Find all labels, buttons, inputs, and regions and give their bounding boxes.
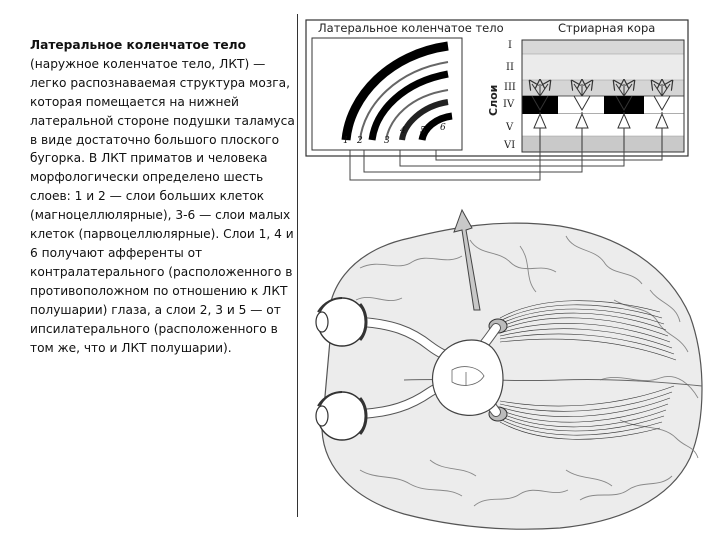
cortex-layer-label-4: IV [503,99,515,110]
lgn-number-4: 4 [399,126,406,136]
cortex-layer-label-1: I [508,40,512,51]
cortex-layer-label-3: III [504,82,516,93]
cortex-layer-1 [522,40,684,54]
cortex-layer-label-5: V [505,122,514,133]
lgn-number-2: 2 [356,136,363,146]
lgn-number-6: 6 [440,123,446,133]
striate-cortex-diagram [522,40,684,152]
lgn-panel-title: Латеральное коленчатое тело [318,21,504,35]
ocular-column-1 [522,96,558,114]
ocular-column-2 [604,96,644,114]
brain-illustration [316,210,702,529]
cortex-layer-3 [522,80,684,96]
projection-lines [350,150,662,180]
cortex-layer-2-3 [522,54,684,80]
cortex-panel-title: Стриарная кора [558,21,655,35]
left-eye [316,298,366,346]
cortex-layer-label-6: VI [503,140,515,151]
layers-label: Слои [487,85,500,116]
lgn-number-5: 5 [420,126,426,136]
cortex-layer-label-2: II [506,62,514,73]
lgn-number-1: 1 [343,136,349,146]
lgn-layers-diagram: 1 2 3 4 5 6 [312,38,462,150]
lgn-number-3: 3 [384,136,390,146]
cortex-layer-6 [522,136,684,152]
